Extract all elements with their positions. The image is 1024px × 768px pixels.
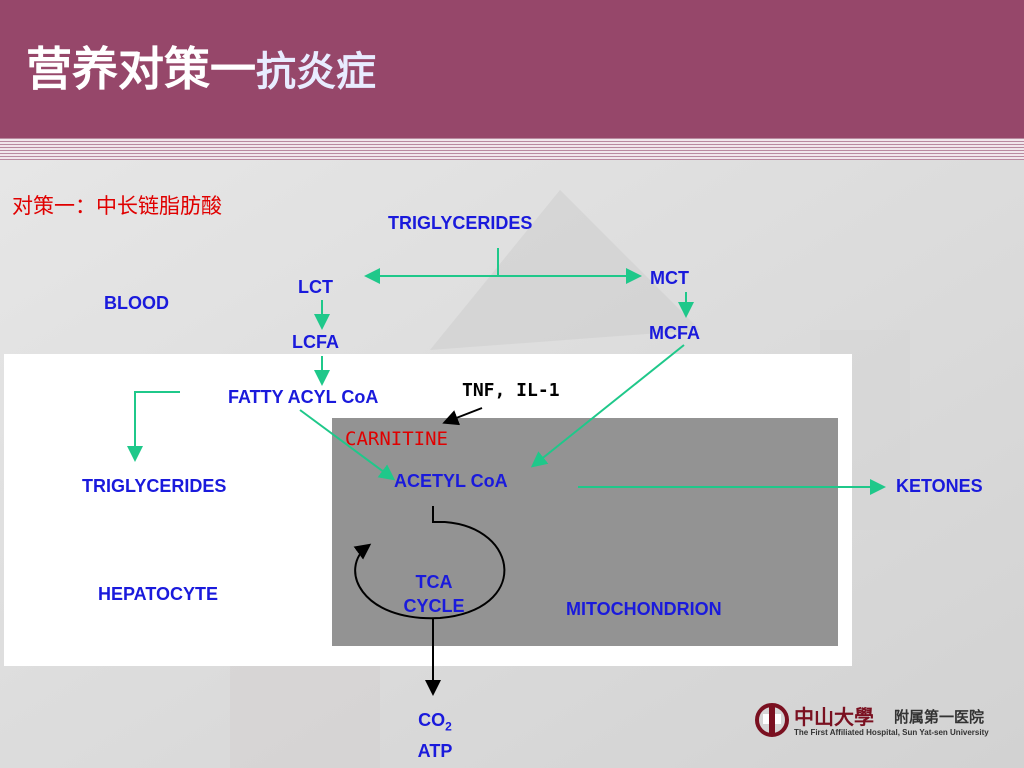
label-lct: LCT	[298, 277, 333, 297]
arrow-tnf-carnitine	[442, 407, 483, 426]
label-lcfa: LCFA	[292, 332, 339, 352]
header-bar	[0, 0, 1024, 138]
label-mitochondrion: MITOCHONDRION	[566, 599, 722, 619]
logo-name-en: The First Affiliated Hospital, Sun Yat-s…	[794, 728, 989, 737]
label-ketones: KETONES	[896, 476, 983, 496]
arrow-mcfa-acetyl	[530, 344, 685, 468]
header-stripes	[0, 138, 1024, 160]
label-triglycerides-left: TRIGLYCERIDES	[82, 476, 227, 496]
line-acetyl-tca	[432, 506, 445, 523]
logo-name-cn: 中山大學	[794, 705, 874, 729]
arrow-facoa-tg	[127, 391, 180, 462]
label-blood: BLOOD	[104, 293, 169, 313]
label-tnf-il1: TNF, IL-1	[462, 380, 560, 401]
mitochondrion-area	[332, 418, 838, 646]
label-acetyl-coa: ACETYL CoA	[394, 471, 508, 491]
label-tca: TCA	[415, 572, 453, 592]
logo-emblem-icon	[755, 703, 789, 737]
label-carnitine: CARNITINE	[345, 428, 448, 450]
label-cycle: CYCLE	[403, 596, 465, 616]
title-sub: 抗炎症	[256, 49, 376, 95]
label-mct: MCT	[650, 268, 689, 288]
tca-cycle-loop	[353, 521, 506, 620]
label-co2-subscript: 2	[445, 719, 452, 734]
label-co2: CO2	[418, 710, 452, 734]
label-hepatocyte: HEPATOCYTE	[98, 584, 219, 604]
logo-dept-cn: 附属第一医院	[894, 708, 985, 726]
title-main: 营养对策一	[26, 42, 256, 96]
label-triglycerides-top: TRIGLYCERIDES	[388, 213, 533, 233]
label-atp: ATP	[417, 740, 453, 761]
label-tca-cycle: TCA CYCLE	[394, 570, 474, 618]
label-products: CO2 ATP	[405, 708, 465, 763]
strategy-subtitle: 对策一：中长链脂肪酸	[12, 194, 222, 218]
label-fatty-acyl-coa: FATTY ACYL CoA	[228, 387, 379, 407]
label-mcfa: MCFA	[649, 323, 700, 343]
arrow-facoa-acetyl	[299, 409, 396, 481]
page-title: 营养对策一抗炎症	[26, 46, 376, 92]
university-logo: 中山大學 附属第一医院 The First Affiliated Hospita…	[752, 698, 992, 744]
